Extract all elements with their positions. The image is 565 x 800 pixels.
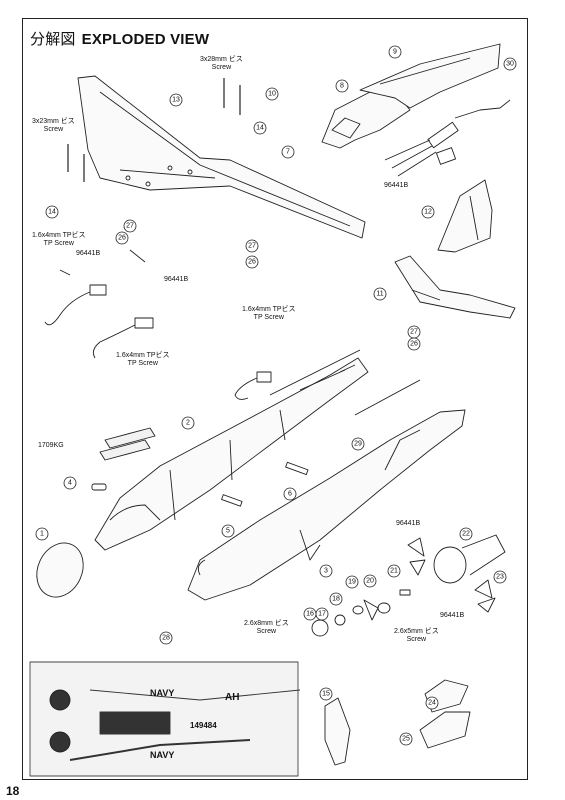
- svg-text:29: 29: [354, 441, 362, 448]
- label-tp-screw-right: 1.6x4mm TPビス TP Screw: [242, 306, 296, 322]
- servo-left: [89, 284, 107, 296]
- svg-text:2: 2: [186, 420, 190, 427]
- fuselage-top: [94, 357, 369, 551]
- tp-screw-right-line2: TP Screw: [253, 314, 284, 321]
- svg-text:26: 26: [410, 341, 418, 348]
- part-6: [285, 461, 309, 476]
- svg-text:12: 12: [424, 209, 432, 216]
- svg-text:5: 5: [226, 528, 230, 535]
- label-screw-2-6x5: 2.6x5mm ビス Screw: [394, 628, 439, 644]
- svg-text:18: 18: [332, 596, 340, 603]
- tp-screw-mid-line1: 1.6x4mm TPビス: [116, 352, 170, 359]
- screw-2-6x5-line2: Screw: [406, 636, 427, 643]
- svg-text:26: 26: [118, 235, 126, 242]
- nose-cone: [36, 542, 84, 598]
- motor-can: [433, 546, 467, 584]
- label-96441b-b: 96441B: [76, 250, 101, 257]
- decal-number: 149484: [190, 721, 217, 730]
- decal-navy: NAVY: [150, 750, 174, 760]
- svg-text:13: 13: [172, 97, 180, 104]
- title-jp: 分解図: [30, 31, 76, 48]
- screw-2-6x8-line1: 2.6x8mm ビス: [244, 620, 289, 627]
- label-96441b-a: 96441B: [384, 182, 409, 189]
- svg-text:20: 20: [366, 578, 374, 585]
- part-4: [91, 483, 107, 491]
- canopy: [321, 91, 411, 149]
- page-number: 18: [6, 784, 20, 798]
- label-tp-screw-left: 1.6x4mm TPビス TP Screw: [32, 232, 86, 248]
- svg-text:7: 7: [286, 149, 290, 156]
- screw-3x28-line2: Screw: [211, 64, 232, 71]
- servo-mid: [134, 317, 154, 329]
- screw-3x28-line1: 3x28mm ビス: [200, 56, 243, 63]
- svg-text:3: 3: [324, 568, 328, 575]
- svg-text:26: 26: [248, 259, 256, 266]
- label-tp-screw-mid: 1.6x4mm TPビス TP Screw: [116, 352, 170, 368]
- label-96441b-d: 96441B: [396, 520, 421, 527]
- label-screw-2-6x8: 2.6x8mm ビス Screw: [244, 620, 289, 636]
- svg-text:27: 27: [126, 223, 134, 230]
- svg-text:23: 23: [496, 574, 504, 581]
- title-en: EXPLODED VIEW: [81, 31, 210, 48]
- decal-ah: AH: [225, 692, 239, 703]
- svg-text:9: 9: [393, 49, 397, 56]
- svg-text:11: 11: [376, 291, 383, 298]
- svg-text:27: 27: [248, 243, 256, 250]
- svg-text:16: 16: [306, 611, 314, 618]
- decal-navy-top: NAVY: [150, 688, 174, 698]
- part-5: [221, 494, 243, 507]
- tp-screw-right-line1: 1.6x4mm TPビス: [242, 306, 296, 313]
- page-frame: [22, 18, 528, 780]
- svg-text:22: 22: [462, 531, 470, 538]
- svg-text:6: 6: [288, 491, 292, 498]
- vertical-fin: [437, 179, 493, 253]
- tp-screw-mid-line2: TP Screw: [127, 360, 158, 367]
- label-screw-3x28: 3x28mm ビス Screw: [200, 56, 243, 72]
- svg-text:19: 19: [348, 579, 356, 586]
- svg-text:30: 30: [506, 61, 514, 68]
- svg-text:15: 15: [322, 691, 330, 698]
- svg-text:27: 27: [410, 329, 418, 336]
- svg-text:28: 28: [162, 635, 170, 642]
- svg-text:14: 14: [256, 125, 264, 132]
- servo-right: [256, 371, 272, 383]
- svg-text:21: 21: [390, 568, 398, 575]
- svg-text:14: 14: [48, 209, 56, 216]
- fuselage-bottom: [187, 409, 466, 601]
- hatch-cover: [359, 43, 501, 109]
- label-96441b-e: 96441B: [440, 612, 465, 619]
- svg-text:1: 1: [40, 531, 44, 538]
- tp-screw-left-line1: 1.6x4mm TPビス: [32, 232, 86, 239]
- screw-2-6x8-line2: Screw: [256, 628, 277, 635]
- svg-text:25: 25: [402, 736, 410, 743]
- label-screw-3x23: 3x23mm ビス Screw: [32, 118, 75, 134]
- screw-3x23-line2: Screw: [43, 126, 64, 133]
- page-title: 分解図 EXPLODED VIEW: [30, 28, 209, 49]
- svg-text:4: 4: [68, 480, 72, 487]
- svg-text:8: 8: [340, 83, 344, 90]
- tp-screw-left-line2: TP Screw: [43, 240, 74, 247]
- horizontal-stabilizer: [394, 255, 516, 319]
- svg-text:10: 10: [268, 91, 276, 98]
- label-96441b-c: 96441B: [164, 276, 189, 283]
- main-wing: [77, 75, 366, 239]
- screw-3x23-line1: 3x23mm ビス: [32, 118, 75, 125]
- label-1709kg: 1709KG: [38, 442, 64, 449]
- screw-2-6x5-line1: 2.6x5mm ビス: [394, 628, 439, 635]
- svg-text:17: 17: [318, 611, 326, 618]
- svg-text:24: 24: [428, 700, 436, 707]
- esc-unit: [427, 121, 459, 149]
